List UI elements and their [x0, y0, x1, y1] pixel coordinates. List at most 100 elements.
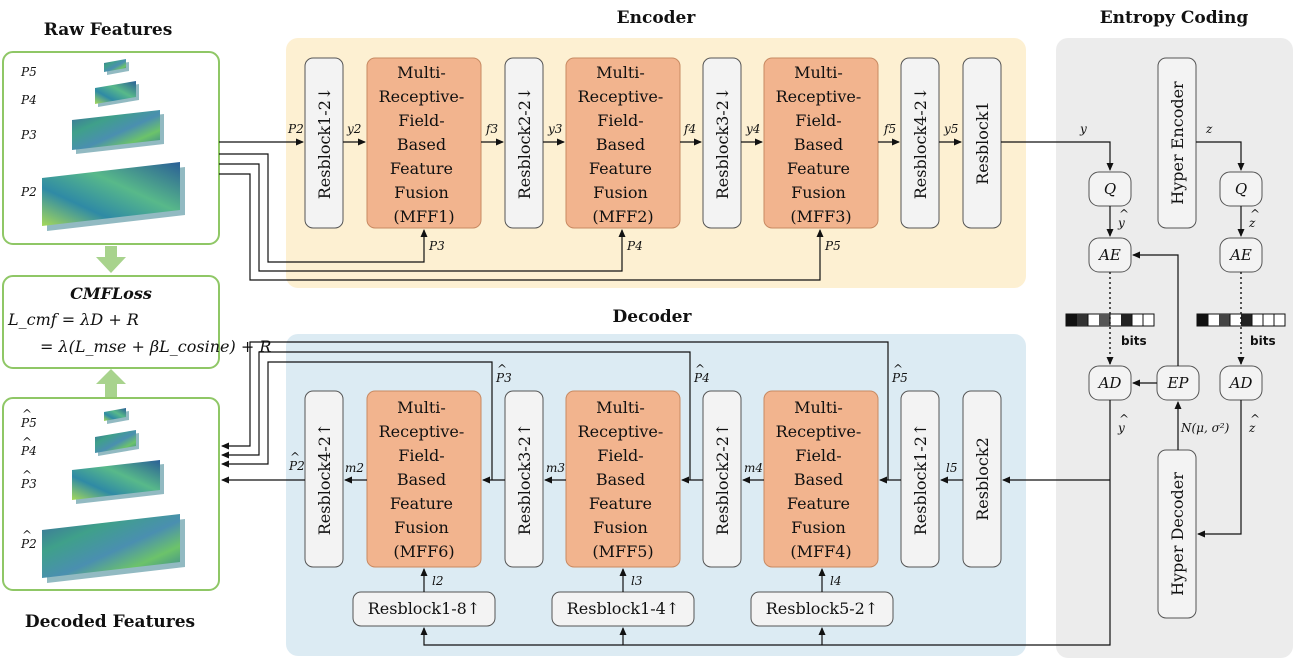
decoder-resblocks: Resblock4-2↑ Resblock3-2↑ Resblock2-2↑ R… — [304, 390, 1002, 568]
bits-right: bits — [1250, 334, 1276, 348]
svg-text:y: y — [1079, 122, 1087, 136]
entropy-blocks: Hyper Encoder Hyper Decoder Q AE AD EP Q… — [1088, 57, 1263, 619]
decoder-mff-blocks: Multi- Receptive- Field- Based Feature F… — [366, 390, 879, 568]
green-arrow-up — [96, 369, 126, 397]
svg-text:y2: y2 — [346, 122, 361, 136]
bits-left: bits — [1121, 334, 1147, 348]
hyper-decoder-label: Hyper Decoder — [1168, 472, 1187, 596]
dec-mff4-text: Multi- Receptive- Field- Based Feature F… — [776, 398, 867, 561]
decoder-signal-labels: P2 ^ m2 m3 m4 l5 l2 l3 l4 P3 ^ P4 ^ P5 ^ — [288, 362, 957, 588]
svg-text:l3: l3 — [631, 574, 643, 588]
dec-resblock-2: Resblock3-2↑ — [515, 423, 534, 536]
enc-resblock-3: Resblock3-2↓ — [713, 87, 732, 200]
svg-text:P4: P4 — [20, 444, 37, 458]
svg-text:y5: y5 — [943, 122, 958, 136]
entropy-coding-title: Entropy Coding — [1100, 8, 1249, 28]
svg-text:m3: m3 — [546, 461, 565, 475]
hyper-encoder-label: Hyper Encoder — [1168, 81, 1187, 205]
svg-text:P5: P5 — [891, 371, 908, 385]
decoder-bottom-blocks: Resblock1-8↑ Resblock1-4↑ Resblock5-2↑ — [352, 591, 894, 627]
svg-text:P5: P5 — [824, 239, 841, 253]
svg-text:P5: P5 — [20, 65, 37, 79]
svg-text:P2: P2 — [288, 459, 305, 473]
svg-text:f3: f3 — [485, 122, 498, 136]
svg-text:P2: P2 — [20, 537, 37, 551]
decoded-features-title: Decoded Features — [25, 612, 195, 632]
dec-bottom-3: Resblock5-2↑ — [766, 599, 879, 618]
loss-name: CMFLoss — [70, 284, 152, 303]
svg-text:P2: P2 — [20, 185, 37, 199]
dec-resblock-1: Resblock4-2↑ — [315, 423, 334, 536]
dec-bottom-1: Resblock1-8↑ — [368, 599, 481, 618]
encoder-mff-blocks: Multi- Receptive- Field- Based Feature F… — [366, 57, 879, 229]
bitstream-right — [1196, 313, 1286, 327]
svg-text:^: ^ — [290, 450, 300, 464]
svg-text:^: ^ — [1250, 412, 1260, 426]
decoder-title: Decoder — [613, 307, 693, 327]
loss-panel — [2, 275, 220, 369]
svg-text:P4: P4 — [20, 93, 37, 107]
svg-text:P3: P3 — [20, 128, 37, 142]
entropy-labels: z y ^ z ^ y ^ z ^ N(μ, σ²) — [1117, 122, 1260, 435]
svg-text:^: ^ — [22, 407, 32, 421]
decoded-feature-stacks — [42, 408, 185, 583]
enc-resblock-5: Resblock1 — [973, 101, 992, 185]
svg-text:^: ^ — [1119, 207, 1129, 221]
q-left: Q — [1104, 180, 1116, 198]
encoder-title: Encoder — [617, 8, 697, 28]
dec-mff5-text: Multi- Receptive- Field- Based Feature F… — [578, 398, 669, 561]
loss-line2: = λ(L_mse + βL_cosine) + R — [40, 337, 271, 356]
svg-text:z: z — [1248, 421, 1256, 435]
q-right: Q — [1235, 180, 1247, 198]
decoded-level-labels: P5 P4 P3 P2 ^ ^ ^ ^ — [20, 407, 37, 551]
encoder-resblocks: Resblock1-2↓ Resblock2-2↓ Resblock3-2↓ R… — [304, 57, 1002, 229]
svg-text:N(μ, σ²): N(μ, σ²) — [1180, 421, 1230, 435]
enc-resblock-2: Resblock2-2↓ — [515, 87, 534, 200]
dec-bottom-2: Resblock1-4↑ — [567, 599, 680, 618]
svg-text:^: ^ — [497, 362, 507, 376]
raw-feature-stacks — [42, 59, 185, 231]
svg-text:^: ^ — [1250, 207, 1260, 221]
svg-text:y: y — [1117, 421, 1125, 435]
encoder-connectors — [219, 138, 1114, 281]
ae-left: AE — [1097, 246, 1121, 264]
svg-text:^: ^ — [893, 362, 903, 376]
svg-text:P2: P2 — [287, 122, 304, 136]
raw-features-title: Raw Features — [44, 20, 173, 40]
enc-mff2-text: Multi- Receptive- Field- Based Feature F… — [578, 63, 669, 226]
svg-text:f4: f4 — [683, 122, 696, 136]
entropy-connectors — [1106, 141, 1245, 538]
ep-block: EP — [1166, 374, 1189, 392]
svg-text:z: z — [1248, 216, 1256, 230]
svg-text:P4: P4 — [626, 239, 643, 253]
enc-mff3-text: Multi- Receptive- Field- Based Feature F… — [776, 63, 867, 226]
raw-level-labels: P5 P4 P3 P2 — [20, 65, 37, 199]
svg-text:^: ^ — [695, 362, 705, 376]
svg-text:P3: P3 — [495, 371, 512, 385]
svg-text:P4: P4 — [693, 371, 710, 385]
svg-text:f5: f5 — [883, 122, 896, 136]
svg-text:P3: P3 — [20, 477, 37, 491]
green-arrow-down — [96, 246, 126, 273]
svg-text:P3: P3 — [428, 239, 445, 253]
decoder-connectors — [221, 341, 1111, 646]
svg-text:l4: l4 — [830, 574, 841, 588]
enc-resblock-4: Resblock4-2↓ — [911, 87, 930, 200]
dec-resblock-3: Resblock2-2↑ — [713, 423, 732, 536]
svg-text:y3: y3 — [547, 122, 563, 136]
svg-text:y4: y4 — [745, 122, 760, 136]
encoder-signal-labels: P2 y2 f3 y3 f4 y4 f5 y5 y P3 P4 P5 — [287, 122, 1087, 253]
svg-text:^: ^ — [22, 528, 32, 542]
loss-line1: L_cmf = λD + R — [7, 310, 139, 329]
ad-left: AD — [1097, 374, 1122, 392]
svg-text:P5: P5 — [20, 416, 37, 430]
dec-mff6-text: Multi- Receptive- Field- Based Feature F… — [379, 398, 470, 561]
svg-text:l5: l5 — [946, 461, 957, 475]
ad-right: AD — [1228, 374, 1253, 392]
ae-right: AE — [1228, 246, 1252, 264]
svg-text:l2: l2 — [432, 574, 443, 588]
svg-text:z: z — [1205, 122, 1213, 136]
dec-resblock-4: Resblock1-2↑ — [911, 423, 930, 536]
bitstream-left — [1065, 313, 1155, 327]
